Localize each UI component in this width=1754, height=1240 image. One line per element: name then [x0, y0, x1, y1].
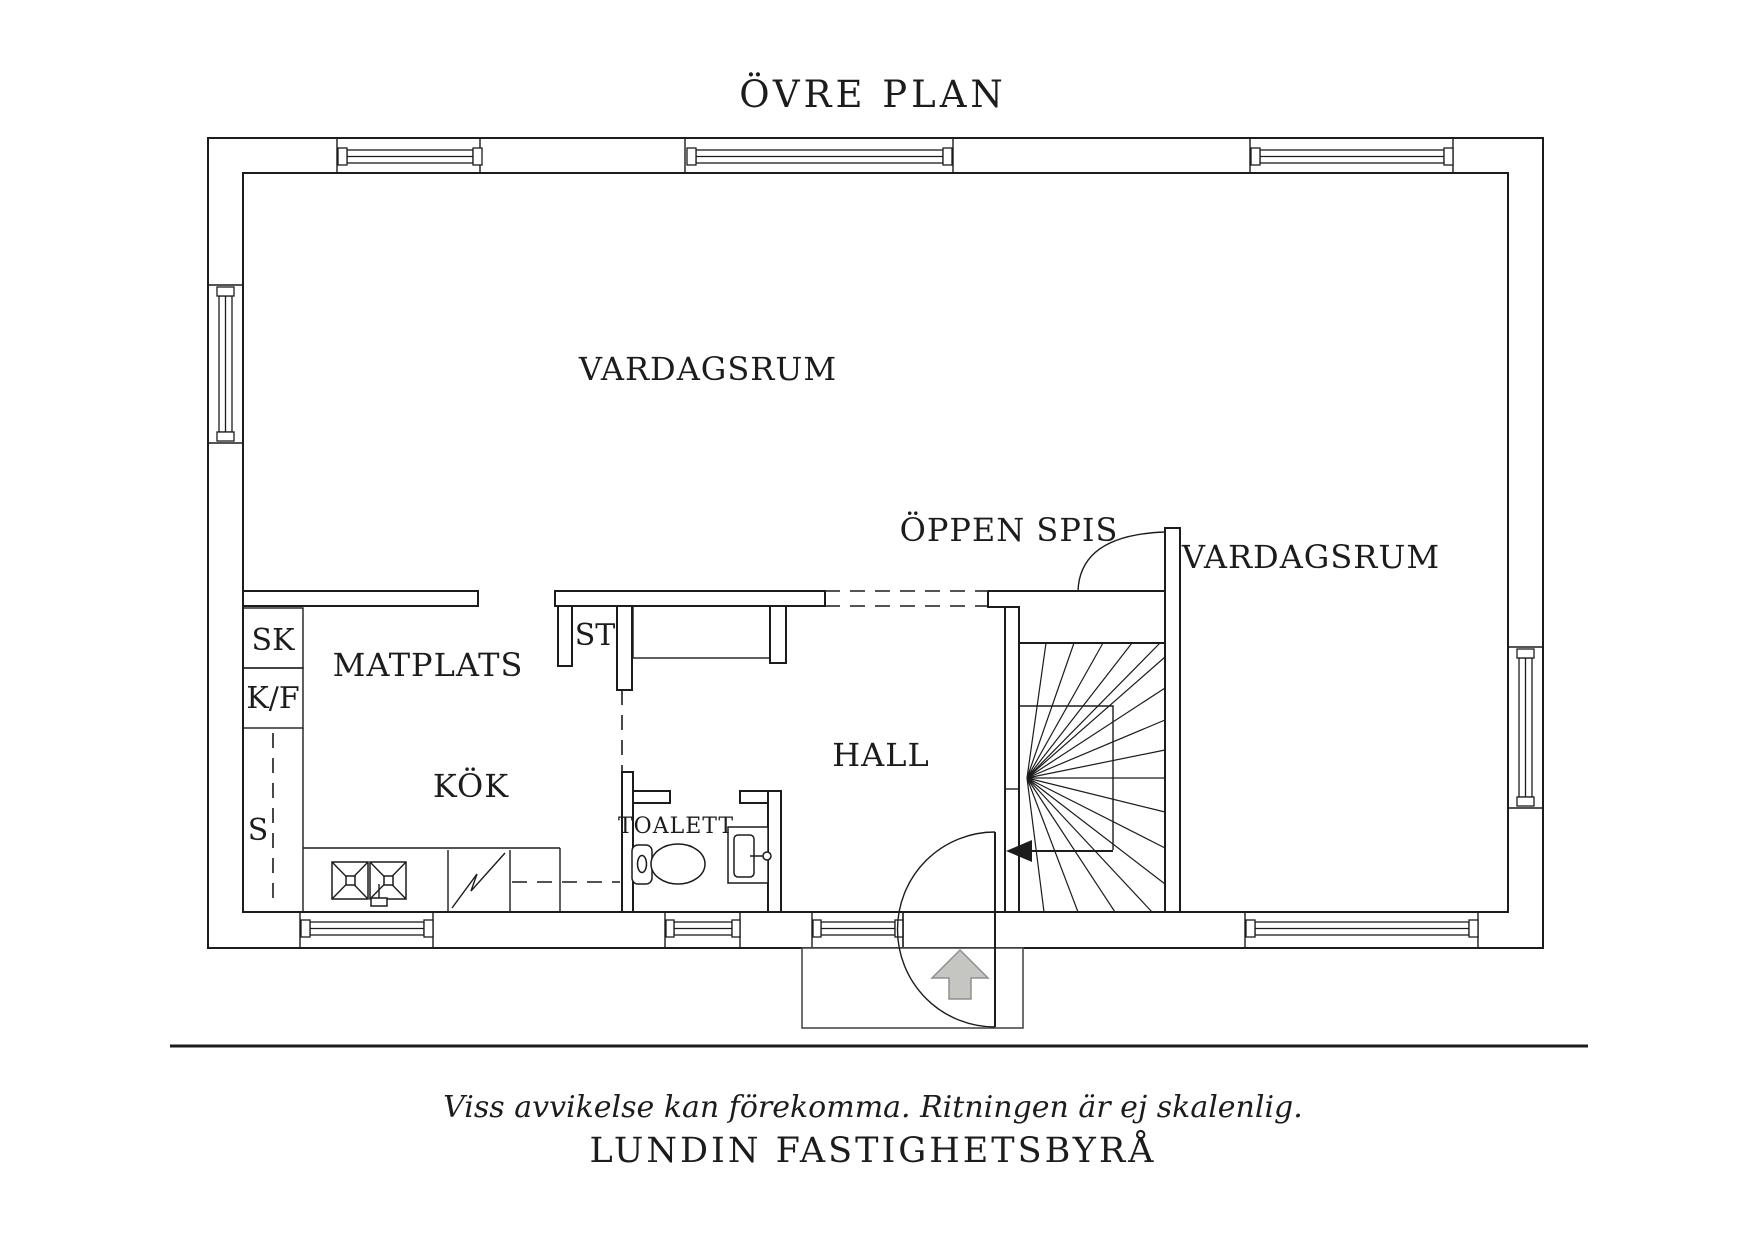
footer: Viss avvikelse kan förekomma. Ritningen … [170, 1044, 1588, 1171]
label-oppen-spis: ÖPPEN SPIS [900, 511, 1119, 549]
label-s: S [248, 813, 269, 848]
label-matplats: MATPLATS [333, 646, 524, 684]
washbasin-icon [727, 826, 772, 884]
st-closet-east-wall [616, 605, 633, 691]
stair-direction-arrow-icon [1006, 840, 1113, 862]
label-vardagsrum-top: VARDAGSRUM [578, 350, 837, 388]
window-right-wall [1508, 646, 1543, 809]
building-outer-outline [207, 137, 1544, 949]
wall-step [987, 591, 1005, 608]
stairs [1006, 642, 1166, 913]
page-title: ÖVRE PLAN [739, 72, 1007, 116]
labels: ÖVRE PLAN VARDAGSRUM ÖPPEN SPIS VARDAGSR… [246, 72, 1440, 848]
closet-strip [242, 607, 304, 912]
label-hall: HALL [832, 736, 930, 774]
window-bottom-vardagsrum [1244, 912, 1479, 948]
window-bottom-hall [811, 912, 904, 948]
toilet-east-wall [767, 790, 782, 913]
windows-bottom-wall [299, 912, 1479, 948]
sink-icon [331, 861, 407, 907]
label-kf: K/F [246, 681, 299, 716]
entry [801, 831, 1024, 1029]
window-top-2 [684, 138, 954, 173]
label-kok: KÖK [433, 767, 509, 805]
toilet-west-wall [621, 771, 634, 913]
footer-brand: LUNDIN FASTIGHETSBYRÅ [590, 1128, 1157, 1171]
wall-stair-west [1004, 606, 1020, 913]
window-top-1 [336, 138, 483, 173]
wardrobe-end-panel [769, 605, 787, 664]
stair-inner-outline [1018, 705, 1114, 850]
building-inner-outline [242, 172, 1509, 913]
porch [801, 947, 1024, 1029]
label-st: ST [575, 618, 616, 653]
fireplace-arc [1077, 531, 1166, 592]
footer-disclaimer: Viss avvikelse kan förekomma. Ritningen … [443, 1090, 1303, 1125]
entry-door-arc [896, 831, 996, 1028]
stove-icon [447, 850, 511, 912]
window-bottom-toilet [664, 912, 741, 948]
st-closet-west-wall [557, 605, 573, 667]
wall-stair-east [1164, 527, 1181, 913]
stair-fan-treads [1026, 642, 1166, 913]
label-vardagsrum-right: VARDAGSRUM [1181, 538, 1440, 576]
kitchen [303, 847, 620, 912]
interior-walls [242, 527, 1181, 913]
toilet-north-wall-right [739, 790, 769, 804]
fireplace [1077, 531, 1166, 592]
closet-kf-box [242, 667, 304, 729]
label-toalett: TOALETT [618, 814, 734, 839]
st-closet-and-wardrobe [557, 605, 787, 772]
toilet-room [621, 771, 782, 913]
entrance-arrow-icon [930, 948, 990, 1000]
wall-vardagsrum-hall [554, 590, 826, 607]
label-sk: SK [252, 623, 296, 658]
wall-vardagsrum-matplats [242, 590, 479, 607]
windows-top-wall [336, 138, 1454, 173]
exterior-walls [207, 137, 1544, 949]
toilet-north-wall-left [632, 790, 671, 804]
window-top-3 [1249, 138, 1454, 173]
window-left-wall [208, 284, 243, 444]
window-bottom-kitchen [299, 912, 434, 948]
wc-toilet-icon [631, 843, 706, 885]
